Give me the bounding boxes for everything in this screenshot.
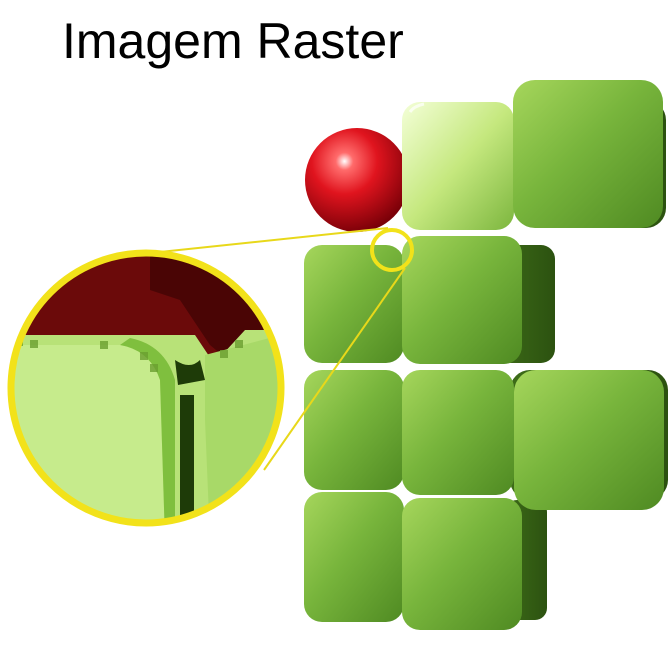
- focus-circle-icon: [370, 228, 414, 272]
- zoom-connector-bottom: [263, 267, 406, 471]
- magnifier-circle-icon: [11, 253, 281, 523]
- institute-logo-icon: [304, 80, 668, 630]
- red-sphere-icon: [305, 128, 409, 232]
- zoom-connector-top: [159, 227, 389, 253]
- page-title: Imagem Raster: [62, 13, 404, 69]
- magnifier-ring: [7, 249, 285, 527]
